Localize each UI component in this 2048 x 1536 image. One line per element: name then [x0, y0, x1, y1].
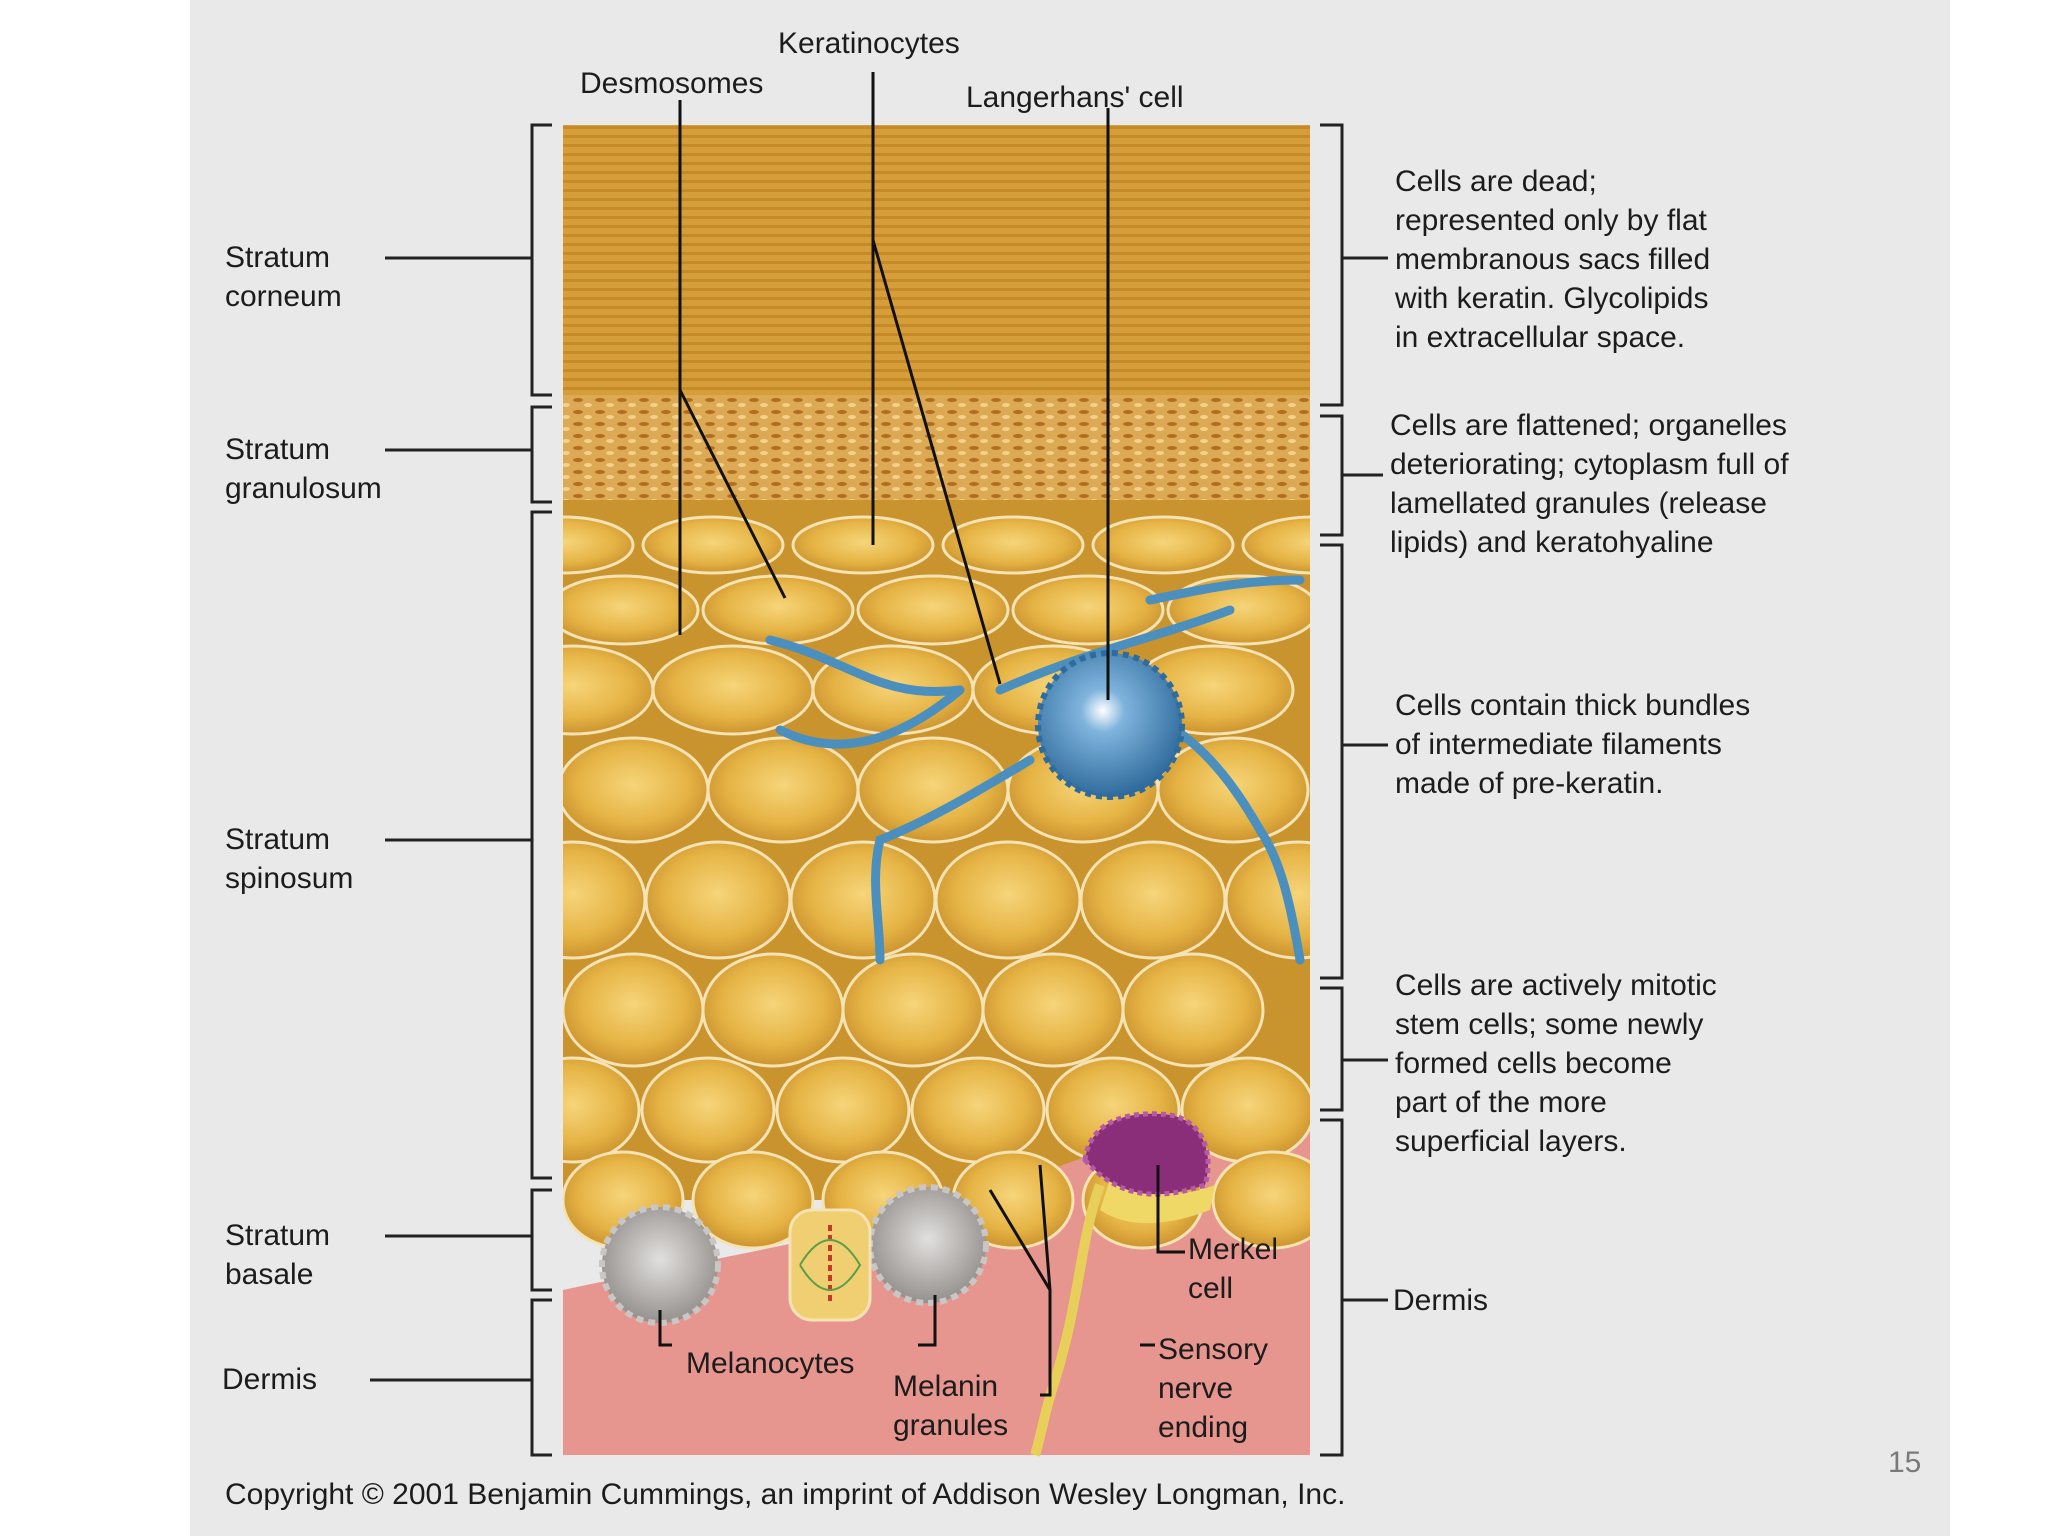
keratinocyte-cell — [691, 1150, 815, 1250]
keratinocyte-cell — [856, 574, 1010, 646]
keratinocyte-cell — [640, 1056, 776, 1164]
mitotic-cell — [788, 1208, 872, 1322]
keratinocyte-cell — [775, 1056, 911, 1164]
dermis-left-label: Dermis — [222, 1363, 317, 1396]
keratinocyte-cell — [563, 515, 635, 575]
keratinocyte-cell — [1011, 574, 1165, 646]
keratinocyte-cell — [789, 840, 937, 960]
leader-lines — [658, 72, 1185, 1397]
keratinocyte-cell — [563, 952, 705, 1068]
keratinocyte-cell — [701, 952, 845, 1068]
keratinocyte-cell — [1091, 515, 1235, 575]
dermis-right-label: Dermis — [1393, 1284, 1488, 1317]
keratinocyte-cell — [981, 952, 1125, 1068]
corneum-description: Cells are dead; represented only by flat… — [1395, 165, 1711, 354]
keratinocyte-cell — [706, 736, 860, 844]
keratinocyte-cell — [563, 736, 710, 844]
keratinocyte-cell — [791, 515, 935, 575]
keratinocyte-cell — [641, 515, 785, 575]
keratinocyte-cell — [934, 840, 1082, 960]
stratum-granulosum-layer — [563, 395, 1310, 505]
keratinocyte-cell — [563, 1056, 641, 1164]
left-brackets — [370, 123, 552, 1457]
langerhans-cell — [765, 575, 1305, 965]
keratinocyte-cell — [841, 952, 985, 1068]
keratinocyte-cell — [941, 515, 1085, 575]
keratinocyte-cell — [1241, 515, 1310, 575]
slide-page-number: 15 — [1888, 1446, 1922, 1479]
langerhans-cell-label: Langerhans' cell — [966, 81, 1184, 114]
right-brackets — [1320, 123, 1388, 1457]
desmosomes-label: Desmosomes — [580, 67, 764, 100]
keratinocyte-cell — [910, 1056, 1046, 1164]
stratum-corneum-layer — [563, 125, 1310, 405]
keratinocytes-label: Keratinocytes — [778, 27, 960, 60]
melanocytes — [599, 1184, 989, 1326]
keratinocyte-cell — [563, 644, 655, 736]
spinosum-description: Cells contain thick bundles of intermedi… — [1395, 689, 1751, 800]
merkel-cell — [1030, 1111, 1215, 1457]
basale-description: Cells are actively mitotic stem cells; s… — [1395, 969, 1717, 1158]
keratinocyte-cell — [644, 840, 792, 960]
copyright-text: Copyright © 2001 Benjamin Cummings, an i… — [225, 1478, 1346, 1511]
granulosum-description: Cells are flattened; organelles deterior… — [1390, 409, 1789, 559]
keratinocyte-cell — [1121, 952, 1265, 1068]
keratinocyte-cell — [651, 644, 815, 736]
keratinocyte-cell — [1211, 1150, 1310, 1250]
keratinocyte-cell — [1079, 840, 1227, 960]
keratinocyte-cell — [563, 574, 700, 646]
keratinocyte-cell — [563, 840, 647, 960]
melanocytes-label: Melanocytes — [686, 1347, 855, 1380]
